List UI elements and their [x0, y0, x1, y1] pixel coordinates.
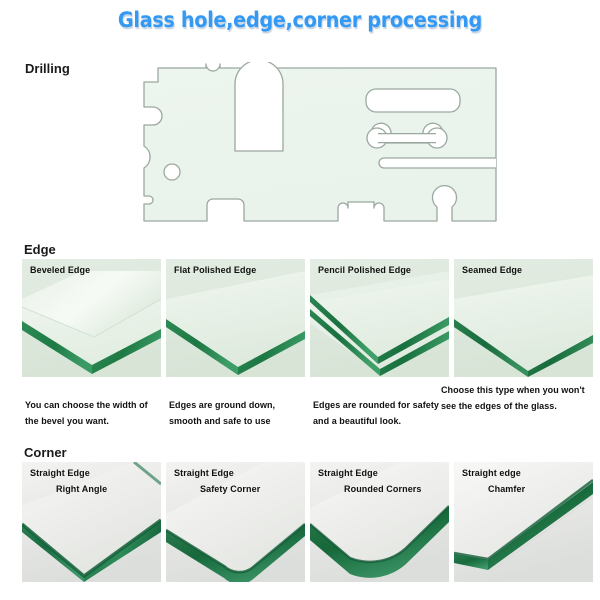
glass-edge-green-outer: [310, 295, 378, 364]
edge-card-label: Seamed Edge: [462, 265, 523, 275]
corner-card-label: Straight Edge: [318, 468, 378, 478]
edge-card-label: Pencil Polished Edge: [318, 265, 412, 275]
drill-hole-round: [163, 163, 181, 181]
corner-card-label2: Rounded Corners: [344, 484, 422, 494]
edge-card-pencil-polished[interactable]: Pencil Polished Edge: [310, 259, 449, 377]
edge-card-flat-polished[interactable]: Flat Polished Edge: [166, 259, 305, 377]
corner-card-label2: Right Angle: [56, 484, 108, 494]
glass-edge-green: [488, 482, 593, 570]
edge-card-caption: You can choose the width of the bevel yo…: [25, 400, 148, 426]
drilled-glass-panel-diagram: [112, 62, 502, 227]
edge-card-label: Flat Polished Edge: [174, 265, 257, 275]
corner-card-rounded[interactable]: Straight Edge Rounded Corners: [310, 462, 449, 582]
corner-card-label: Straight Edge: [174, 468, 234, 478]
glass-edge-green: [166, 319, 238, 375]
edge-card-caption: Choose this type when you won't see the …: [441, 385, 585, 411]
glass-edge-green: [166, 524, 305, 582]
glass-edge-green: [22, 321, 92, 374]
edge-card-caption: Edges are ground down, smooth and safe t…: [169, 400, 276, 426]
corner-card-label2: Safety Corner: [200, 484, 261, 494]
glass-edge-green: [454, 319, 528, 377]
edge-card-caption: Edges are rounded for safety and a beaut…: [313, 400, 439, 426]
corner-card-label: Straight Edge: [30, 468, 90, 478]
corner-card-row: Straight Edge Right Angle Straight: [22, 462, 593, 582]
corner-card-label2: Chamfer: [488, 484, 526, 494]
section-heading-drilling: Drilling: [25, 61, 70, 76]
section-heading-edge: Edge: [24, 242, 56, 257]
corner-card-chamfer[interactable]: Straight edge Chamfer: [454, 462, 593, 582]
corner-card-safety[interactable]: Straight Edge Safety Corner: [166, 462, 305, 582]
corner-card-right-angle[interactable]: Straight Edge Right Angle: [22, 462, 161, 582]
section-heading-corner: Corner: [24, 445, 67, 460]
drilled-glass-panel-svg: [143, 62, 497, 222]
glass-edge-green-inner: [310, 309, 380, 376]
glass-edge-green: [310, 506, 449, 578]
edge-card-beveled[interactable]: Beveled Edge: [22, 259, 161, 377]
glass-edge-green-chamfer: [454, 554, 488, 570]
edge-card-row: Beveled Edge Flat Polished Edge: [22, 259, 593, 377]
drill-cutout-rounded-rect: [365, 88, 461, 113]
drill-cutout-arch: [234, 62, 284, 152]
drill-cutout-edge-slot: [378, 157, 496, 169]
edge-card-seamed[interactable]: Seamed Edge: [454, 259, 593, 377]
corner-card-label: Straight edge: [462, 468, 521, 478]
edge-card-label: Beveled Edge: [30, 265, 91, 275]
page-title-text: Glass hole,edge,corner processing: [117, 8, 483, 32]
page-title: Glass hole,edge,corner processing: [0, 8, 600, 42]
